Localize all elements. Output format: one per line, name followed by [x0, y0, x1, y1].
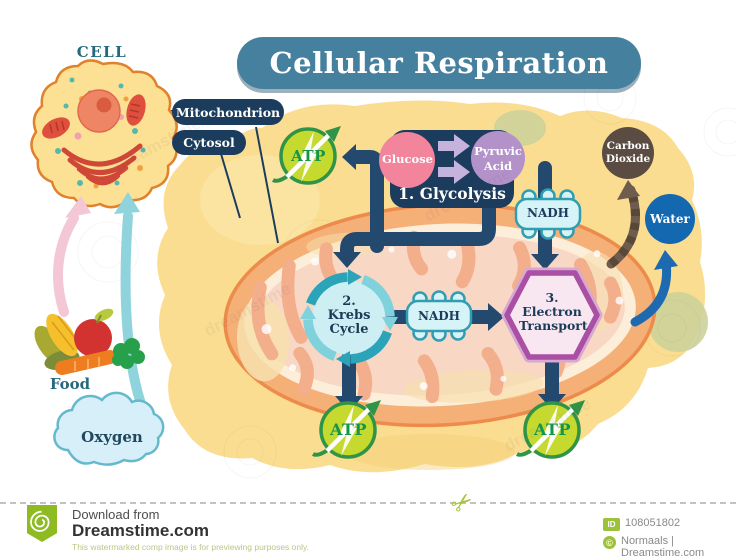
electron-transport-number: 3.	[545, 290, 559, 305]
atp-krebs-label: ATP	[330, 420, 367, 439]
image-id: 108051802	[625, 517, 681, 529]
oxygen-label: Oxygen	[81, 428, 143, 446]
water-arrow	[630, 250, 678, 327]
food-arrow	[53, 196, 91, 317]
mitochondrion-callout: Mitochondrion	[172, 99, 284, 125]
dreamstime-site-link[interactable]: Dreamstime.com	[72, 521, 210, 540]
food-label: Food	[49, 375, 91, 393]
nadh-upper-label: NADH	[526, 206, 570, 220]
atp-glycolysis-label: ATP	[291, 147, 326, 165]
cytosol-callout: Cytosol	[172, 130, 246, 155]
copyright-badge: ©	[603, 536, 616, 549]
glucose-label: Glucose	[381, 152, 433, 166]
water-circle	[645, 194, 695, 244]
atp-pipe-glycolysis	[342, 144, 384, 253]
oxygen-arrow	[114, 192, 146, 409]
olive-patch	[648, 292, 708, 352]
krebs-number: 2.	[342, 294, 356, 309]
cell-label: CELL	[76, 43, 128, 61]
electron-transport-name: Electron Transport	[519, 304, 588, 333]
page-title: Cellular Respiration	[269, 46, 609, 80]
dreamstime-footer: ✂ Download from Dreamstime.com This wate…	[0, 486, 736, 557]
nucleus	[77, 89, 121, 133]
spiral-icon	[30, 510, 50, 532]
cell-mitochondria	[42, 94, 146, 139]
nadh-middle-label: NADH	[417, 309, 461, 323]
dreamstime-logo	[27, 505, 57, 542]
atp-electron-transport-label: ATP	[534, 420, 571, 439]
glycolysis-step-label: 1. Glycolysis	[398, 184, 506, 203]
download-from-text: Download from	[72, 507, 160, 522]
conversion-arrows	[438, 134, 470, 184]
glucose-circle	[379, 132, 435, 188]
endoplasmic-reticulum	[61, 143, 143, 186]
oxygen-cloud	[53, 391, 165, 466]
electron-transport-hexagon	[501, 267, 603, 363]
pyruvic-acid-label: Pyruvic Acid	[474, 144, 522, 173]
title-banner: Cellular Respiration	[237, 37, 641, 89]
food-illustration	[34, 308, 145, 375]
carbon-dioxide-circle	[602, 127, 654, 179]
krebs-name: Krebs Cycle	[327, 308, 371, 337]
disclaimer-text: This watermarked comp image is for previ…	[72, 542, 309, 552]
nucleolus	[96, 97, 112, 113]
electron-transport-label: 3. Electron Transport	[519, 290, 588, 333]
author-credit: Normaals | Dreamstime.com	[621, 535, 705, 557]
pyruvic-acid-circle	[471, 131, 525, 185]
co2-arrow	[606, 180, 640, 269]
id-badge: ID	[603, 518, 620, 531]
cell-illustration	[30, 59, 178, 209]
krebs-cycle-wheel	[300, 269, 398, 367]
krebs-cycle-label: 2. Krebs Cycle	[322, 295, 376, 337]
water-label: Water	[650, 212, 690, 226]
carbon-dioxide-label: Carbon Dioxide	[605, 140, 651, 165]
